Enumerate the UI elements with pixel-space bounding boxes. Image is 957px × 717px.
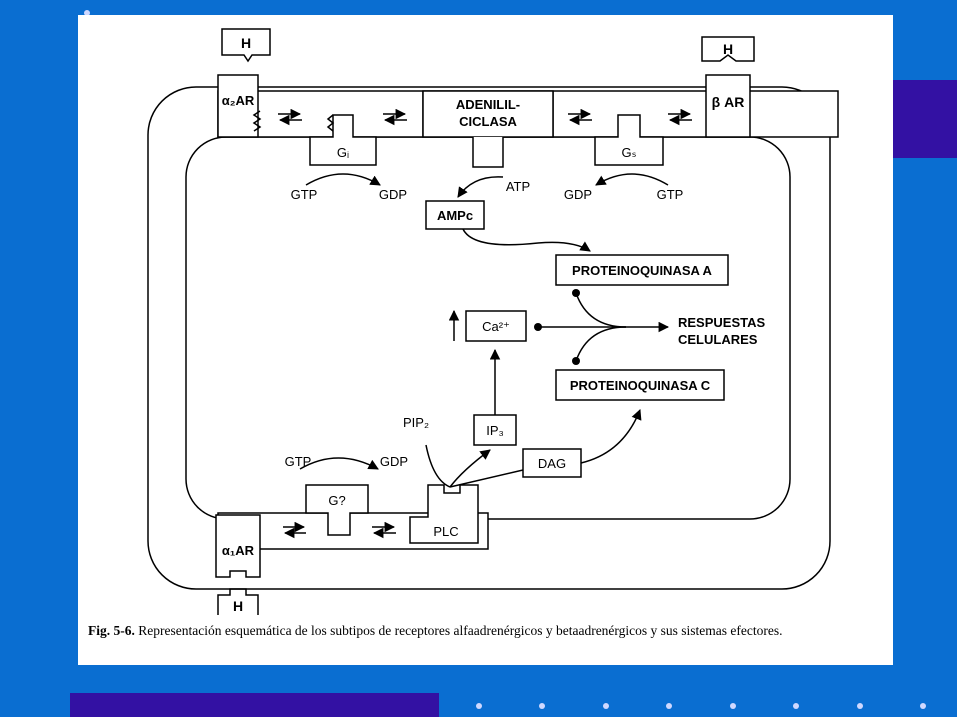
adenylyl-cyclase-stem (472, 137, 504, 168)
pka-label: PROTEINOQUINASA A (572, 263, 712, 278)
gdp-bottom-label: GDP (380, 454, 408, 469)
dot-row (470, 700, 950, 712)
calcium-label: Ca²⁺ (482, 319, 510, 334)
pkc-box (555, 369, 725, 401)
gtp-bottom-label: GTP (285, 454, 312, 469)
ip3-label: IP₃ (486, 423, 504, 438)
hormone-top-right-label: H (723, 41, 733, 57)
figure-number: Fig. 5-6. (88, 623, 135, 638)
alpha2-receptor-label: α₂AR (222, 93, 255, 108)
gdp-right-label: GDP (564, 187, 592, 202)
g-unknown-protein (305, 484, 369, 536)
accent-bar-top (893, 80, 957, 158)
alpha2-receptor (217, 74, 259, 138)
ampc-label: AMPc (437, 208, 473, 223)
responses-label-2: CELULARES (678, 332, 758, 347)
plc-label: PLC (433, 524, 458, 539)
beta-receptor-label: β AR (712, 94, 745, 110)
gdp-left-label: GDP (379, 187, 407, 202)
alpha1-receptor-label: α₁AR (222, 543, 255, 558)
gs-protein (594, 114, 664, 166)
alpha1-receptor (215, 514, 261, 578)
pka-box (555, 254, 729, 286)
adenylyl-cyclase-label-2: CICLASA (459, 114, 517, 129)
gs-label: Gₛ (622, 145, 637, 160)
gtp-right-label: GTP (657, 187, 684, 202)
accent-bar-bottom (70, 693, 439, 717)
decorative-dot (84, 10, 90, 16)
signaling-diagram: H H H α₂AR β AR α₁AR ADENILIL- CICLASA G… (147, 28, 839, 615)
hormone-bottom-left (217, 588, 259, 615)
dag-label: DAG (538, 456, 566, 471)
ampc-box (425, 200, 485, 230)
gtp-left-label: GTP (291, 187, 318, 202)
hormone-bottom-left-label: H (233, 598, 243, 614)
g-unknown-label: G? (328, 493, 345, 508)
pip2-label: PIP₂ (403, 415, 429, 430)
outer-membrane (147, 86, 831, 590)
adenylyl-cyclase-box (422, 90, 554, 138)
atp-label: ATP (506, 179, 530, 194)
figure-paper: H H H α₂AR β AR α₁AR ADENILIL- CICLASA G… (78, 15, 893, 665)
adenylyl-cyclase-label-1: ADENILIL- (456, 97, 520, 112)
figure-caption-text: Representación esquemática de los subtip… (138, 623, 783, 638)
hormone-top-left-label: H (241, 35, 251, 51)
pkc-label: PROTEINOQUINASA C (570, 378, 711, 393)
gi-label: Gᵢ (337, 145, 349, 160)
hormone-top-left (221, 28, 271, 63)
calcium-box (465, 310, 527, 342)
hormone-top-right (701, 36, 755, 62)
responses-label-1: RESPUESTAS (678, 315, 765, 330)
figure-caption: Fig. 5-6. Representación esquemática de … (88, 623, 888, 639)
beta-receptor (705, 74, 751, 138)
plc-box (409, 484, 479, 544)
gi-protein (309, 114, 377, 166)
